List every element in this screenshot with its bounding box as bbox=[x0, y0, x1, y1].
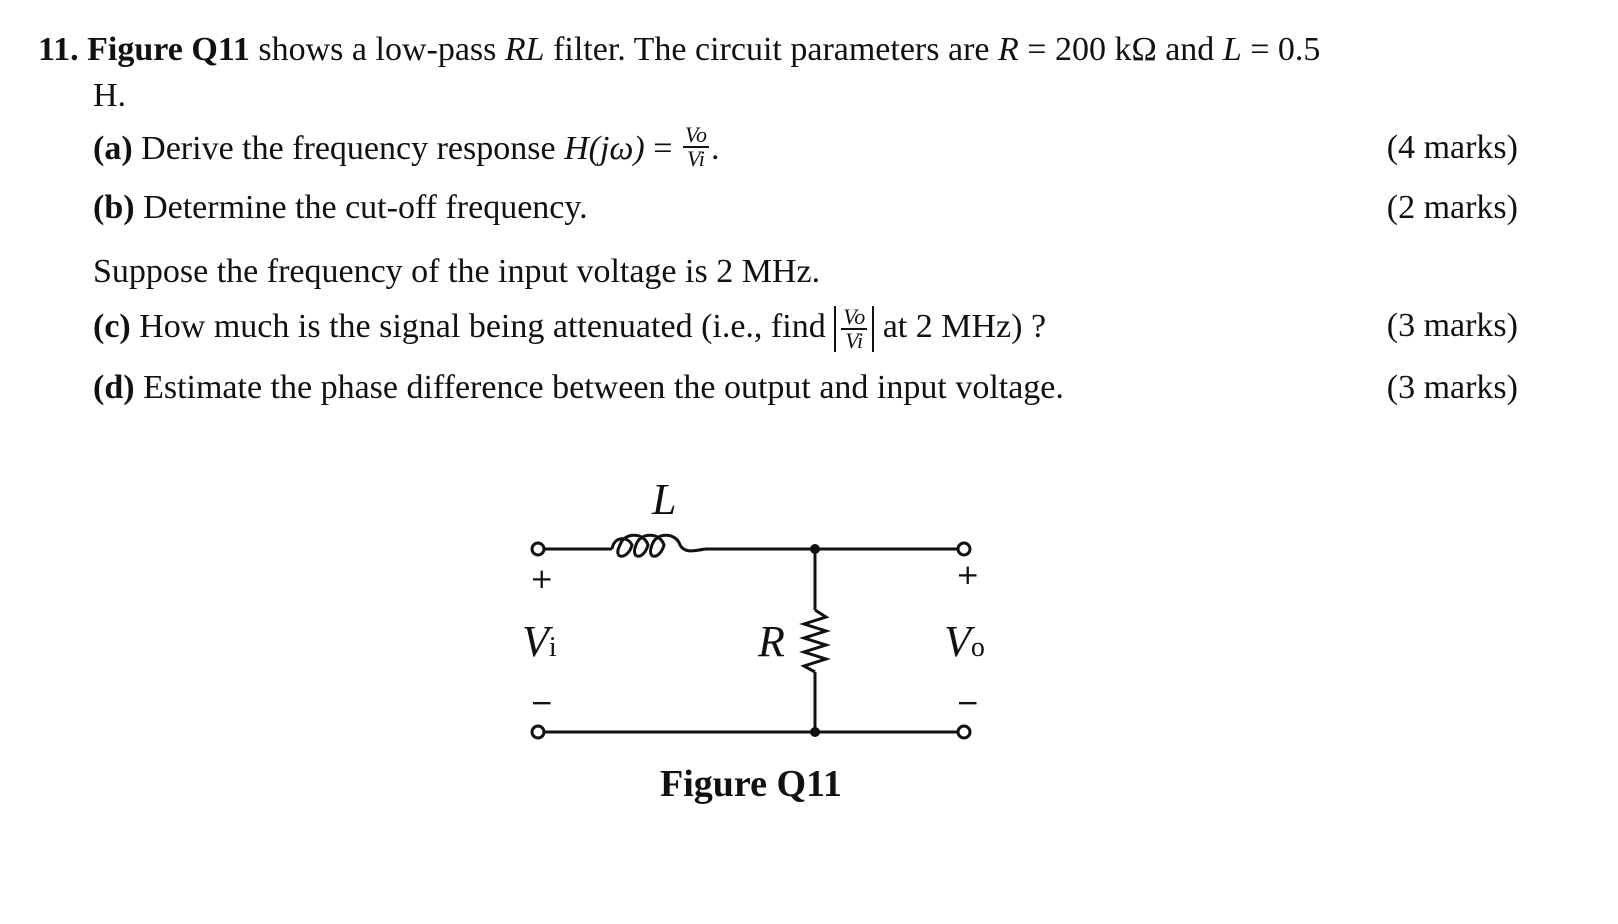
vout-subscript: o bbox=[970, 632, 985, 663]
question-text-1: shows a low-pass bbox=[249, 31, 505, 68]
part-a-tail: . bbox=[710, 129, 720, 167]
part-b: (b) Determine the cut-off frequency. bbox=[93, 188, 588, 228]
figure-reference: Figure Q11 bbox=[87, 31, 250, 68]
vin-minus-terminal bbox=[530, 724, 546, 740]
vout-label: Vo bbox=[944, 616, 985, 667]
l-variable: L bbox=[1222, 31, 1242, 68]
part-a-marks: (4 marks) bbox=[1386, 129, 1518, 166]
part-c-tail: at 2 MHz) ? bbox=[874, 307, 1047, 345]
question-text-2: filter. The circuit parameters are bbox=[544, 31, 998, 68]
suppose-text: Suppose the frequency of the input volta… bbox=[93, 253, 821, 290]
part-c: (c) How much is the signal being attenua… bbox=[93, 306, 1046, 352]
part-c-label: (c) bbox=[93, 307, 131, 345]
vout-minus-terminal bbox=[956, 724, 972, 740]
inductor-symbol bbox=[610, 533, 706, 558]
part-b-label: (b) bbox=[93, 189, 135, 226]
vin-subscript: i bbox=[548, 632, 557, 663]
vout-plus-terminal bbox=[956, 541, 972, 557]
vin-minus-sign: − bbox=[530, 686, 554, 719]
part-a-function: H(jω) bbox=[564, 129, 645, 167]
part-a-denominator: Vi bbox=[682, 146, 709, 170]
part-c-denominator: Vi bbox=[841, 328, 868, 352]
figure-caption: Figure Q11 bbox=[660, 763, 842, 805]
vout-minus-sign: − bbox=[956, 686, 980, 719]
vin-plus-terminal bbox=[530, 541, 546, 557]
part-c-numerator: Vo bbox=[843, 304, 866, 329]
resistor-symbol bbox=[799, 608, 831, 674]
part-a: (a) Derive the frequency response H(jω) … bbox=[93, 124, 720, 174]
part-b-text: Determine the cut-off frequency. bbox=[134, 189, 588, 226]
vout-symbol: V bbox=[944, 617, 971, 666]
part-c-text: How much is the signal being attenuated … bbox=[130, 307, 835, 345]
vin-label: Vi bbox=[522, 616, 557, 667]
part-d-marks: (3 marks) bbox=[1386, 369, 1518, 406]
part-c-marks: (3 marks) bbox=[1386, 307, 1518, 344]
r-value: = 200 kΩ and bbox=[1018, 31, 1223, 68]
part-d-label: (d) bbox=[93, 369, 135, 406]
r-variable: R bbox=[997, 31, 1019, 68]
rl-label: RL bbox=[504, 31, 545, 68]
vout-plus-sign: + bbox=[956, 558, 980, 591]
part-a-equals: = bbox=[644, 129, 681, 167]
inductor-label: L bbox=[652, 475, 677, 524]
part-b-marks: (2 marks) bbox=[1386, 189, 1518, 226]
part-d: (d) Estimate the phase difference betwee… bbox=[93, 368, 1064, 408]
part-a-numerator: Vo bbox=[684, 122, 707, 147]
vin-symbol: V bbox=[522, 617, 549, 666]
vin-plus-sign: + bbox=[530, 562, 554, 595]
question-line-1: 11. Figure Q11 shows a low-pass RL filte… bbox=[38, 30, 1320, 70]
question-number: 11. bbox=[38, 31, 79, 68]
part-d-text: Estimate the phase difference between th… bbox=[134, 369, 1064, 406]
l-value: = 0.5 bbox=[1241, 31, 1321, 68]
part-a-text: Derive the frequency response bbox=[132, 129, 565, 167]
resistor-label: R bbox=[758, 617, 785, 666]
question-line-2: H. bbox=[93, 77, 127, 114]
part-a-label: (a) bbox=[93, 129, 133, 167]
